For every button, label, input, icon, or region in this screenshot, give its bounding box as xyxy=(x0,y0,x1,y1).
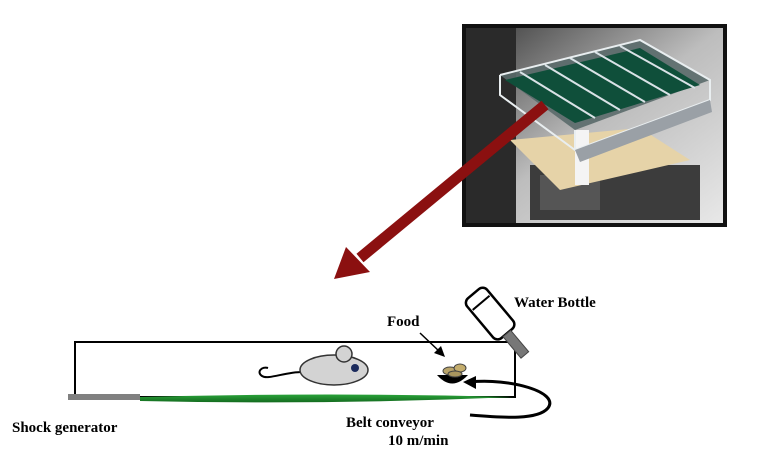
photo-belt xyxy=(505,48,700,123)
pointer-arrow xyxy=(334,100,549,279)
belt-conveyor xyxy=(140,394,515,403)
belt-speed-label: 10 m/min xyxy=(388,433,449,449)
food-bowl-icon xyxy=(437,363,468,384)
water-bottle-label: Water Bottle xyxy=(514,295,596,311)
apparatus-photo xyxy=(462,24,727,227)
photo-cabinet xyxy=(466,28,516,223)
water-bottle-icon xyxy=(464,286,530,359)
lane-schematic: Water Bottle Food Shock generator Belt c… xyxy=(12,286,596,449)
belt-conveyor-label: Belt conveyor xyxy=(346,415,434,431)
belt-direction-arrow xyxy=(463,376,552,419)
photo-board xyxy=(510,128,690,190)
food-pointer-arrow xyxy=(419,332,445,357)
mouse-icon xyxy=(258,345,369,386)
shock-generator-label: Shock generator xyxy=(12,420,118,436)
shock-generator-bar xyxy=(68,394,140,400)
food-label: Food xyxy=(387,314,420,330)
